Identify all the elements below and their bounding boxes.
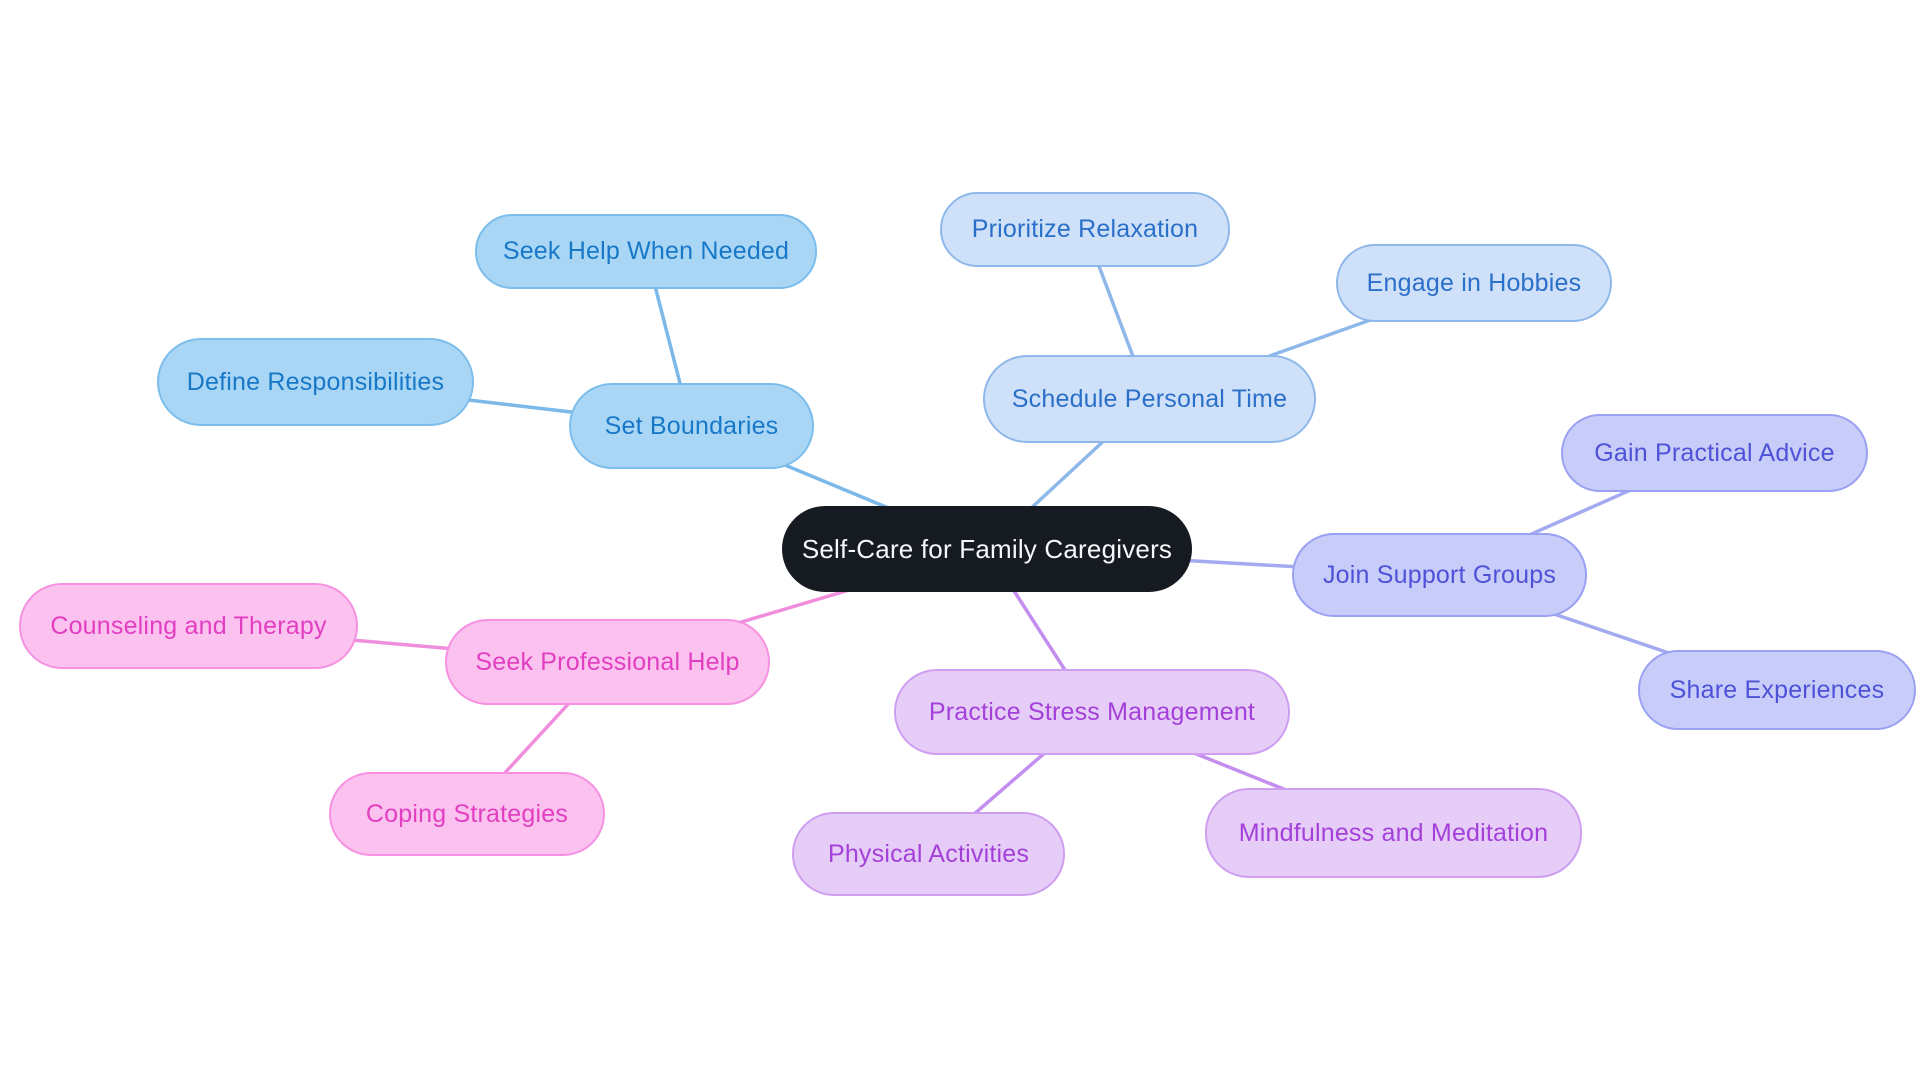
node-counseling-and-therapy[interactable]: Counseling and Therapy <box>19 583 358 669</box>
node-share-experiences[interactable]: Share Experiences <box>1638 650 1916 730</box>
node-seek-professional-help[interactable]: Seek Professional Help <box>445 619 770 705</box>
node-engage-in-hobbies[interactable]: Engage in Hobbies <box>1336 244 1612 322</box>
node-gain-practical-advice[interactable]: Gain Practical Advice <box>1561 414 1868 492</box>
node-coping-strategies[interactable]: Coping Strategies <box>329 772 605 856</box>
node-practice-stress-management[interactable]: Practice Stress Management <box>894 669 1290 755</box>
node-set-boundaries[interactable]: Set Boundaries <box>569 383 814 469</box>
node-prioritize-relaxation[interactable]: Prioritize Relaxation <box>940 192 1230 267</box>
node-schedule-personal-time[interactable]: Schedule Personal Time <box>983 355 1316 443</box>
node-physical-activities[interactable]: Physical Activities <box>792 812 1065 896</box>
node-central-topic[interactable]: Self-Care for Family Caregivers <box>782 506 1192 592</box>
node-mindfulness-and-meditation[interactable]: Mindfulness and Meditation <box>1205 788 1582 878</box>
node-seek-help-when-needed[interactable]: Seek Help When Needed <box>475 214 817 289</box>
node-define-responsibilities[interactable]: Define Responsibilities <box>157 338 474 426</box>
node-join-support-groups[interactable]: Join Support Groups <box>1292 533 1587 617</box>
